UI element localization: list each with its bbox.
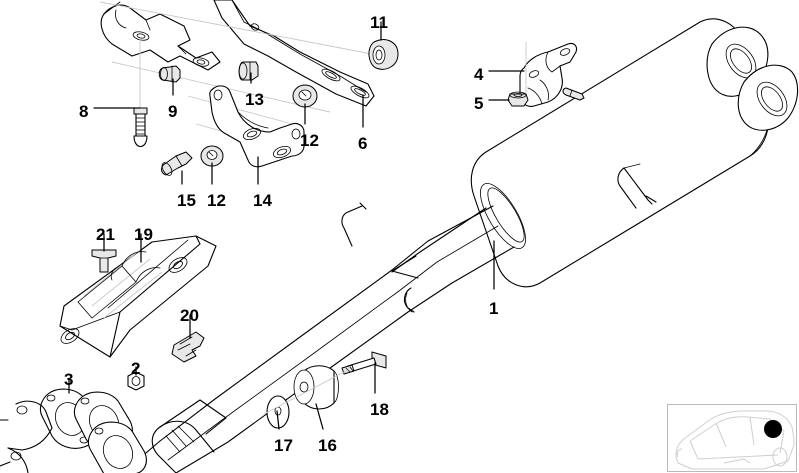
part-3-gasket	[0, 388, 147, 473]
callout-14[interactable]: 14	[253, 191, 272, 210]
callout-11[interactable]: 11	[370, 13, 388, 32]
part-13-collar-bolt	[238, 61, 259, 81]
vehicle-location-inset	[667, 404, 797, 472]
part-15-hex-flange-bolt	[161, 151, 193, 176]
callout-2[interactable]: 2	[131, 359, 141, 378]
callout-17[interactable]: 17	[274, 436, 293, 455]
part-14-bracket-plate	[209, 85, 305, 168]
part-9-collar-bolt	[158, 65, 181, 83]
top-left-bracket-group	[100, 1, 221, 108]
callout-5[interactable]: 5	[474, 94, 484, 113]
leader-line-16	[315, 403, 324, 430]
callout-leader-lines	[68, 21, 525, 430]
callout-18[interactable]: 18	[370, 400, 389, 419]
location-marker-dot	[764, 420, 782, 438]
part-19-heat-shield	[59, 235, 217, 358]
callout-15[interactable]: 15	[177, 191, 196, 210]
part-20-clip	[171, 331, 205, 363]
callout-19[interactable]: 19	[134, 225, 153, 244]
callout-16[interactable]: 16	[318, 436, 337, 455]
callout-20[interactable]: 20	[180, 306, 199, 325]
callout-12b[interactable]: 12	[207, 191, 226, 210]
part-5-rubber-mount	[507, 91, 529, 107]
callout-9[interactable]: 9	[168, 102, 178, 121]
callout-21[interactable]: 21	[96, 225, 115, 244]
callout-8[interactable]: 8	[79, 102, 89, 121]
callout-1[interactable]: 1	[489, 299, 499, 318]
part-4-bracket-holder	[519, 42, 585, 107]
part-8-hex-bolt-long	[133, 107, 148, 148]
part-11-rubber-grommet	[368, 39, 399, 70]
part-16-rubber-bush	[293, 365, 339, 410]
callout-13[interactable]: 13	[245, 90, 264, 109]
callout-4[interactable]: 4	[474, 65, 484, 84]
callout-6[interactable]: 6	[358, 134, 368, 153]
part-6-support-strut	[99, 0, 375, 135]
callout-3[interactable]: 3	[64, 370, 74, 389]
leader-line-17	[276, 410, 280, 430]
part-1-rear-silencer	[125, 18, 799, 473]
callout-12a[interactable]: 12	[300, 131, 319, 150]
part-21-push-pin-rivet	[91, 249, 117, 273]
